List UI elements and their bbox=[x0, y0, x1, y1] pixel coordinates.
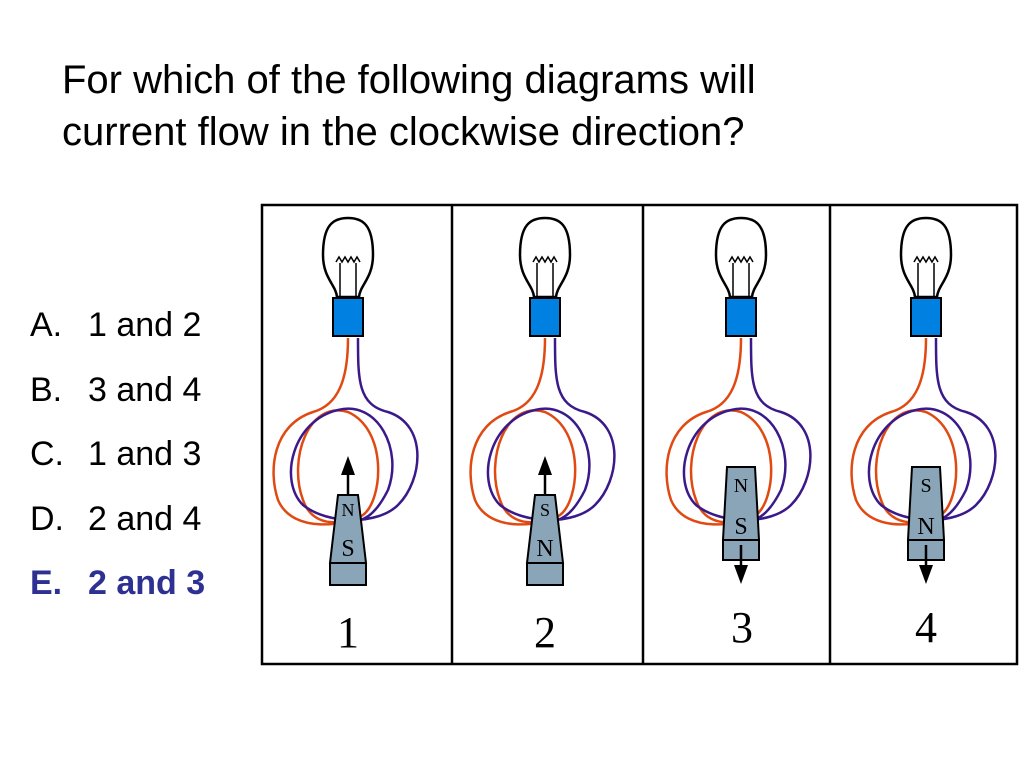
wire-purple bbox=[867, 337, 997, 522]
magnet-end bbox=[526, 562, 564, 586]
answer-letter: A. bbox=[30, 306, 63, 344]
answer-e: E. 2 and 3 bbox=[30, 558, 205, 623]
answer-text: 3 and 4 bbox=[88, 370, 202, 409]
bulb-glass bbox=[321, 216, 375, 299]
bulb-base bbox=[725, 297, 757, 337]
answer-text: 2 and 3 bbox=[88, 564, 206, 602]
bulb-filament bbox=[335, 255, 361, 296]
panel-3: NS 3 bbox=[665, 216, 812, 652]
answer-text: 1 and 2 bbox=[88, 306, 202, 344]
panel-4: SN 4 bbox=[850, 216, 997, 652]
answer-text: 2 and 4 bbox=[88, 499, 202, 538]
answer-a: A. 1 and 2 bbox=[30, 300, 205, 365]
bulb-filament bbox=[532, 255, 558, 296]
question-line-2: current flow in the clockwise direction? bbox=[62, 110, 745, 154]
wire-purple bbox=[289, 337, 419, 522]
bulb-base bbox=[529, 297, 561, 337]
panel-2: SN 2 bbox=[469, 216, 616, 657]
answer-b: B. 3 and 4 bbox=[30, 365, 205, 430]
panel-number: 1 bbox=[337, 608, 359, 657]
answer-c: C. 1 and 3 bbox=[30, 429, 205, 494]
magnet-top-pole-label: N bbox=[734, 475, 748, 497]
motion-arrow-up-icon bbox=[538, 456, 552, 475]
answer-letter: C. bbox=[30, 435, 64, 473]
wire-purple bbox=[486, 337, 616, 522]
magnet-top-pole-label: S bbox=[540, 500, 550, 520]
magnet-top-pole-label: N bbox=[342, 500, 355, 520]
wire-orange bbox=[272, 337, 380, 526]
bulb-base bbox=[910, 297, 942, 337]
panel-1: NS 1 bbox=[272, 216, 419, 657]
wire-orange bbox=[469, 337, 577, 526]
magnet-bottom-pole-label: N bbox=[536, 536, 553, 562]
answer-list: A.1 and 2 B.3 and 4 C.1 and 3 D.2 and 4 … bbox=[30, 300, 205, 623]
motion-arrow-up-icon bbox=[341, 456, 355, 475]
magnet-bottom-pole-label: S bbox=[341, 536, 354, 562]
bulb-base bbox=[332, 297, 364, 337]
answer-text: 1 and 3 bbox=[88, 435, 202, 473]
panel-number: 3 bbox=[731, 603, 753, 652]
magnet-top-pole-label: S bbox=[920, 475, 931, 497]
bulb-filament bbox=[728, 255, 754, 296]
bulb-filament bbox=[913, 255, 939, 296]
question-line-1: For which of the following diagrams will bbox=[62, 58, 756, 102]
bulb-glass bbox=[714, 216, 768, 299]
answer-letter: B. bbox=[30, 370, 63, 409]
answer-letter: E. bbox=[30, 564, 63, 602]
answer-d: D. 2 and 4 bbox=[30, 494, 205, 559]
bulb-glass bbox=[518, 216, 572, 299]
diagram-frame bbox=[260, 203, 1019, 666]
panel-number: 2 bbox=[534, 608, 556, 657]
question-text: For which of the following diagrams will… bbox=[62, 54, 962, 158]
bulb-glass bbox=[899, 216, 953, 299]
magnet-bottom-pole-label: S bbox=[734, 514, 747, 540]
motion-arrow-down-icon bbox=[734, 565, 748, 584]
wire-purple bbox=[682, 337, 812, 522]
magnet-end bbox=[329, 562, 367, 586]
motion-arrow-down-icon bbox=[919, 565, 933, 584]
panel-number: 4 bbox=[915, 603, 937, 652]
magnet-bottom-pole-label: N bbox=[917, 514, 934, 540]
answer-letter: D. bbox=[30, 499, 64, 538]
